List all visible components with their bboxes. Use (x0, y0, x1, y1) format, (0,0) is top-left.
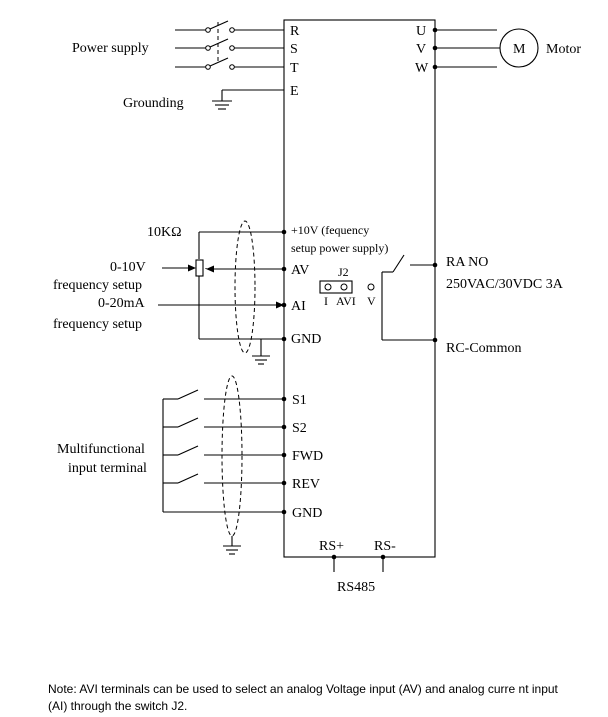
terminal-s: S (290, 42, 298, 57)
terminal-v: V (416, 42, 426, 57)
multifunctional-label-line1: Multifunctional (57, 442, 145, 457)
motor-symbol-label: M (513, 42, 526, 57)
j2-label: J2 (338, 265, 349, 279)
frequency-setup-label-2: frequency setup (53, 317, 142, 332)
rs-minus-label: RS- (374, 539, 396, 554)
digital-input-wiring (162, 375, 287, 555)
terminal-t: T (290, 61, 299, 76)
j2-avi-label: AVI (336, 294, 356, 308)
shield-analog (234, 220, 256, 354)
terminal-av: AV (291, 263, 309, 278)
plus10v-label-line2: setup power supply) (291, 241, 388, 255)
terminal-s2: S2 (292, 421, 307, 436)
power-supply-label: Power supply (72, 41, 149, 56)
rs-plus-label: RS+ (319, 539, 344, 554)
terminal-rev: REV (292, 477, 320, 492)
terminal-gnd-analog: GND (291, 332, 321, 347)
plus10v-label-line1: +10V (fequency (291, 223, 369, 237)
ra-no-label: RA NO (446, 255, 488, 270)
terminal-r: R (290, 24, 300, 39)
relay-wiring (381, 254, 438, 343)
analog-wiring (158, 220, 287, 365)
potentiometer (195, 259, 204, 277)
relay-rating-label: 250VAC/30VDC 3A (446, 277, 564, 292)
j2-jumper (319, 280, 375, 294)
current-range-label: 0-20mA (98, 296, 146, 311)
rc-common-label: RC-Common (446, 341, 521, 356)
grounding-wiring (212, 89, 284, 110)
rs485-label: RS485 (337, 580, 375, 595)
terminal-w: W (415, 61, 429, 76)
frequency-setup-label-1: frequency setup (53, 278, 142, 293)
terminal-u: U (416, 24, 426, 39)
motor-symbol (499, 28, 539, 68)
grounding-label: Grounding (123, 96, 184, 111)
terminal-e: E (290, 84, 299, 99)
terminal-ai: AI (291, 299, 306, 314)
terminal-fwd: FWD (292, 449, 323, 464)
terminal-gnd-digital: GND (292, 506, 322, 521)
voltage-range-label: 0-10V (110, 260, 146, 275)
shield-digital (221, 375, 243, 537)
motor-label: Motor (546, 42, 581, 57)
power-supply-wiring (175, 20, 284, 70)
wiring-diagram: Power supply R S T Grounding E U V W M M… (53, 19, 581, 595)
j2-i-label: I (324, 294, 328, 308)
rs485-wiring (331, 554, 386, 572)
terminal-s1: S1 (292, 393, 307, 408)
j2-v-label: V (367, 294, 376, 308)
footnote: Note: AVI terminals can be used to selec… (48, 682, 558, 713)
multifunctional-label-line2: input terminal (68, 461, 147, 476)
inverter-box (283, 19, 436, 558)
resistor-label: 10KΩ (147, 225, 182, 240)
motor-wiring (432, 27, 539, 70)
